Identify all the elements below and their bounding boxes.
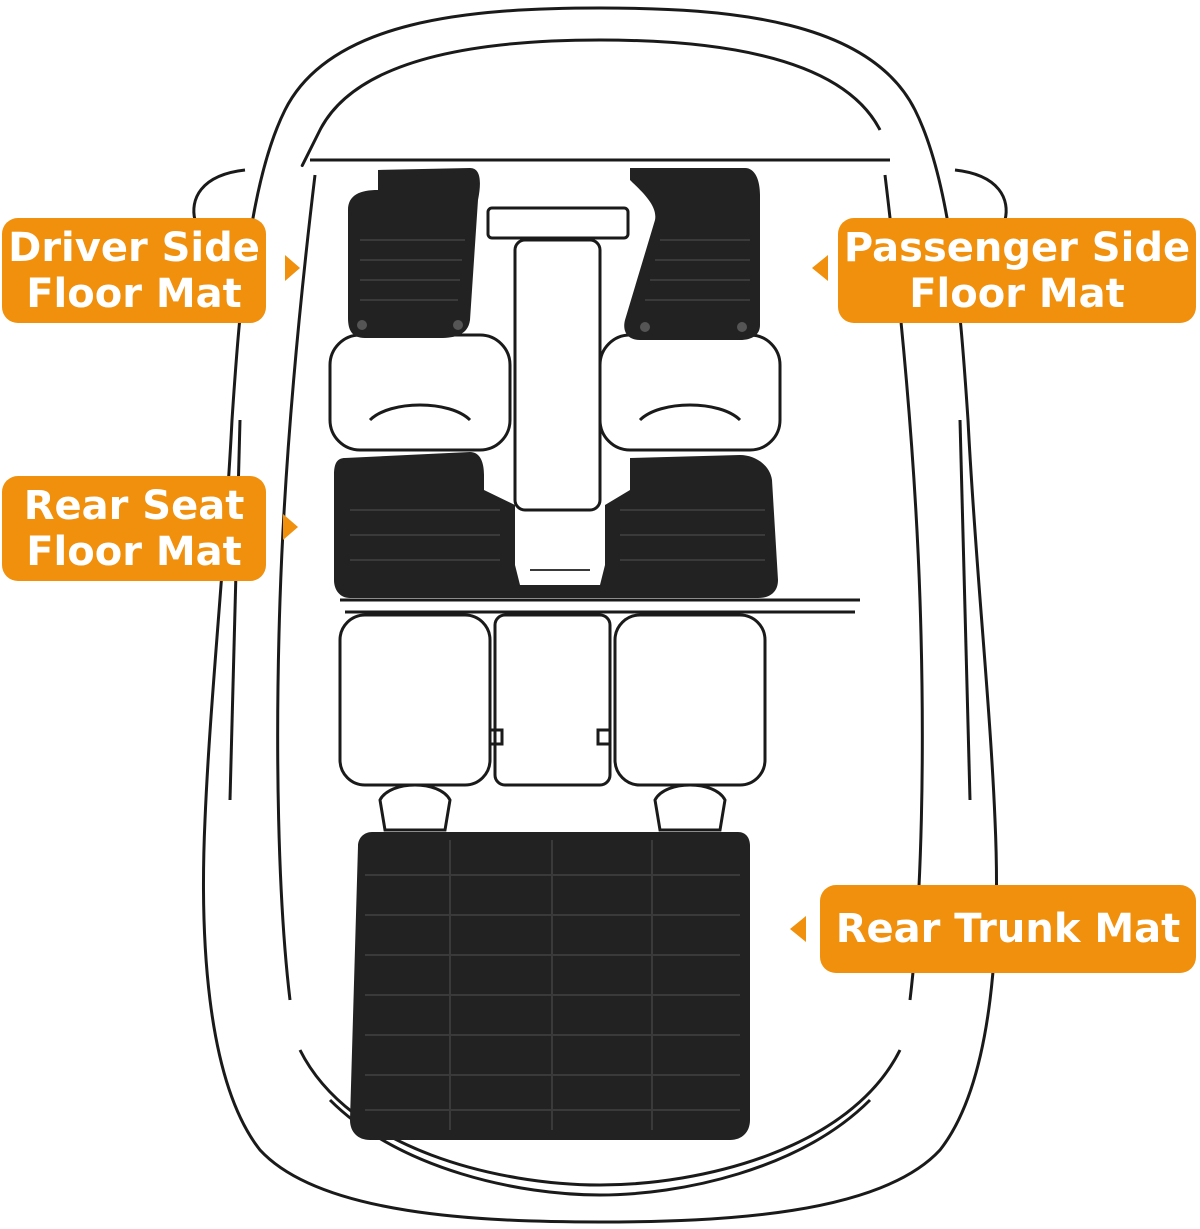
trunk-label-line1: Rear Trunk Mat bbox=[835, 906, 1181, 952]
passenger-side-floor-mat bbox=[624, 168, 760, 340]
passenger-side-floor-mat-label: Passenger Side Floor Mat bbox=[838, 218, 1196, 323]
rear-trunk-mat-label: Rear Trunk Mat bbox=[820, 885, 1196, 973]
rear-seat-floor-mat-label: Rear Seat Floor Mat bbox=[2, 476, 266, 581]
rear-seat-floor-mat bbox=[334, 452, 778, 598]
callout-pointers bbox=[283, 255, 828, 942]
passenger-label-line1: Passenger Side bbox=[843, 224, 1191, 271]
driver-label-line1: Driver Side bbox=[8, 224, 260, 271]
driver-side-floor-mat bbox=[348, 168, 480, 338]
passenger-label-line2: Floor Mat bbox=[909, 270, 1125, 317]
rear-trunk-mat bbox=[350, 832, 750, 1140]
driver-label-line2: Floor Mat bbox=[26, 270, 242, 317]
rear-seat-label-line2: Floor Mat bbox=[26, 528, 242, 575]
rear-seat-label-line1: Rear Seat bbox=[23, 482, 245, 529]
driver-side-floor-mat-label: Driver Side Floor Mat bbox=[2, 218, 266, 323]
